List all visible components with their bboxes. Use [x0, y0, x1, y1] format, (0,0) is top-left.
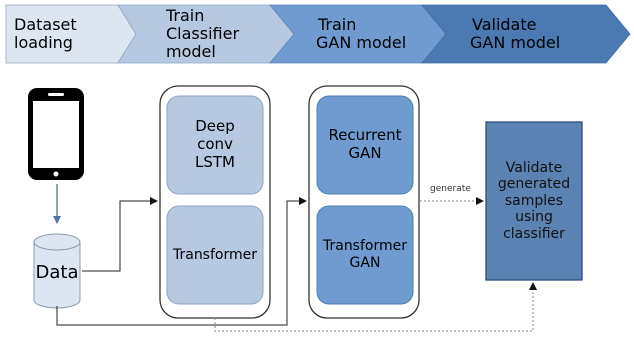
classifier-box-transformer [166, 205, 264, 305]
classifier-label-deep-conv-lstm: Deep conv LSTM [167, 96, 263, 194]
stage-2-line: Train [166, 6, 205, 26]
classifier-to-validate-dotted-connector [214, 282, 537, 332]
stage-chevron-4 [421, 4, 631, 64]
gan-label-line: GAN [349, 255, 381, 271]
validate-label-line: using [515, 209, 553, 226]
stage-1-line: loading [14, 33, 73, 52]
stage-4-line: GAN model [470, 33, 561, 52]
data-to-gan-connector [56, 197, 307, 326]
data-label-text: Data [35, 262, 79, 284]
gan-box-transformer [316, 205, 414, 305]
classifier-label-line: LSTM [195, 152, 235, 171]
gan-label-line: GAN [348, 144, 382, 162]
validate-label-line: generated [497, 176, 571, 193]
stage-label-3: Train GAN model [316, 5, 406, 63]
stage-2-line: Classifier [166, 24, 240, 44]
gan-label-transformer: Transformer GAN [313, 206, 417, 304]
data-label: Data [30, 255, 84, 291]
data-to-classifier-connector [82, 197, 158, 272]
generate-label: generate [430, 184, 471, 194]
stage-label-4: Validate GAN model [470, 5, 560, 63]
classifier-label-transformer: Transformer [163, 206, 267, 304]
gan-label-recurrent: Recurrent GAN [317, 96, 413, 194]
validate-label-line: Validate [505, 159, 563, 176]
classifier-label-line: conv [197, 135, 233, 154]
stage-label-2: Train Classifier model [166, 3, 239, 65]
classifier-label-line: Deep [195, 117, 235, 136]
gan-label-line: Transformer [322, 238, 407, 255]
smartphone-icon [28, 88, 84, 180]
stage-3-line: Train [318, 15, 357, 35]
validate-label-line: classifier [503, 225, 565, 242]
validate-box [485, 121, 583, 281]
gan-box-recurrent [316, 95, 414, 195]
validate-label: Validate generated samples using classif… [486, 122, 582, 280]
stage-label-1: Dataset loading [14, 5, 77, 63]
stage-1-line: Dataset [14, 15, 77, 35]
validate-label-line: samples [504, 192, 564, 209]
stage-2-line: model [166, 41, 216, 61]
stage-4-line: Validate [472, 15, 537, 35]
classifier-box-deep-conv-lstm [166, 95, 264, 195]
gan-label-line: Recurrent [328, 126, 402, 145]
classifier-label-line: Transformer [172, 246, 257, 263]
stage-3-line: GAN model [316, 33, 407, 52]
